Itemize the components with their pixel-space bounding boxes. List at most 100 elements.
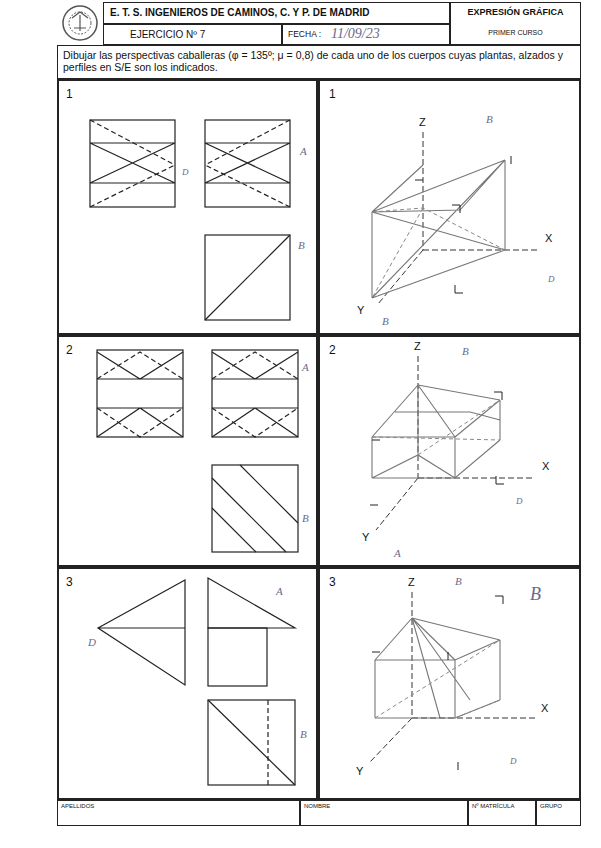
- perspective-panel: 2: [318, 335, 581, 567]
- cell-text: 3: [66, 576, 73, 590]
- handwritten-mark: B: [455, 576, 462, 587]
- views-panel: 1: [57, 79, 318, 335]
- school-emblem-line: [69, 12, 91, 34]
- views-1-line: [90, 120, 175, 207]
- axis-label: Y: [362, 532, 369, 543]
- cell-text: NOMBRE: [304, 803, 330, 810]
- axis-label: Z: [419, 117, 426, 128]
- school-emblem: [63, 6, 97, 40]
- views-2-line: [212, 352, 298, 437]
- perspective-1-line: [372, 160, 505, 298]
- views-2-line: [212, 465, 298, 552]
- perspective-3-line: [370, 592, 537, 762]
- views-3-line: [208, 700, 295, 785]
- footer-cell: NOMBRE: [300, 800, 468, 826]
- perspective-3-line: [372, 596, 503, 770]
- views-2-line: [97, 352, 183, 437]
- cell-subtext: 11/09/23: [331, 26, 380, 42]
- views-panel: 3: [57, 567, 318, 800]
- views-3-line: [267, 700, 268, 785]
- header-subject-cell: EXPRESIÓN GRÁFICA PRIMER CURSO: [450, 2, 581, 45]
- views-1-line: [205, 235, 290, 320]
- handwritten-mark: B: [530, 585, 541, 603]
- perspective-2-line: [370, 392, 504, 505]
- axis-label: X: [542, 461, 549, 472]
- footer-cell: Nº MATRÍCULA: [468, 800, 536, 826]
- views-1-line: [90, 143, 175, 183]
- handwritten-mark: A: [302, 362, 309, 373]
- handwritten-mark: B: [462, 346, 469, 357]
- axis-label: Y: [356, 766, 363, 777]
- handwritten-mark: D: [88, 637, 96, 648]
- cell-text: Dibujar las perspectivas caballeras (φ =…: [63, 49, 575, 73]
- views-2: [97, 350, 298, 552]
- axis-label: X: [545, 233, 552, 244]
- views-3-line: [98, 580, 185, 685]
- views-1-line: [205, 120, 290, 207]
- cell-text: Nº MATRÍCULA: [472, 803, 514, 810]
- axis-label: X: [541, 703, 548, 714]
- cell-text: 1: [66, 88, 73, 102]
- cell-text: GRUPO: [540, 803, 562, 810]
- cell-text: APELLIDOS: [61, 803, 94, 810]
- handwritten-mark: A: [276, 586, 283, 597]
- handwritten-mark: A: [394, 548, 401, 559]
- handwritten-mark: B: [298, 240, 305, 251]
- handwritten-mark: D: [516, 497, 523, 506]
- header-exercise-cell: EJERCICIO Nº 7: [103, 24, 282, 45]
- views-2-line: [97, 352, 183, 437]
- cell-text: FECHA :: [288, 30, 321, 40]
- cell-text: 1: [329, 88, 336, 102]
- perspective-2: [370, 356, 535, 530]
- views-3-line: [208, 578, 295, 628]
- perspective-1-line: [372, 208, 505, 298]
- perspective-1-line: [378, 132, 540, 304]
- views-2-line: [212, 352, 298, 437]
- cell-text: EJERCICIO Nº 7: [130, 29, 205, 41]
- handwritten-mark: B: [486, 114, 493, 125]
- header-date-cell: FECHA : 11/09/23: [282, 24, 450, 45]
- views-1: [90, 120, 290, 320]
- cell-text: 3: [329, 576, 336, 590]
- axis-label: Z: [414, 341, 421, 352]
- axis-label: Z: [408, 577, 415, 588]
- views-3-line: [208, 700, 295, 785]
- views-1-line: [205, 120, 290, 207]
- handwritten-mark: D: [182, 168, 189, 177]
- perspective-panel: 1: [318, 79, 581, 335]
- school-emblem-line: [63, 6, 97, 40]
- views-2-line: [97, 350, 183, 437]
- views-2-line: [212, 350, 298, 437]
- views-panel: 2: [57, 335, 318, 567]
- perspective-2-line: [372, 385, 500, 478]
- axis-label: Y: [357, 305, 364, 316]
- school-emblem-line: [72, 12, 88, 31]
- handwritten-mark: A: [300, 146, 307, 157]
- handwritten-mark: B: [302, 513, 309, 524]
- perspective-3-line: [375, 618, 500, 718]
- header-title-cell: E. T. S. INGENIEROS DE CAMINOS, C. Y P. …: [103, 2, 450, 24]
- views-1-line: [205, 143, 290, 183]
- handwritten-mark: B: [300, 729, 307, 740]
- views-2-line: [212, 465, 298, 552]
- handwritten-mark: D: [510, 757, 517, 766]
- views-3: [98, 578, 295, 785]
- perspective-1-line: [415, 156, 511, 293]
- cell-text: 2: [329, 344, 336, 358]
- footer-cell: GRUPO: [536, 800, 581, 826]
- instruction-box: Dibujar las perspectivas caballeras (φ =…: [57, 45, 581, 79]
- footer-cell: APELLIDOS: [57, 800, 300, 826]
- cell-subtext: PRIMER CURSO: [451, 29, 580, 37]
- views-1-line: [90, 120, 175, 207]
- perspective-2-line: [372, 400, 500, 455]
- cell-text: E. T. S. INGENIEROS DE CAMINOS, C. Y P. …: [110, 7, 370, 19]
- cell-text: 2: [66, 344, 73, 358]
- handwritten-mark: D: [548, 275, 555, 284]
- perspective-3: [370, 592, 537, 770]
- perspective-3-line: [375, 640, 500, 718]
- cell-text: EXPRESIÓN GRÁFICA: [451, 7, 580, 17]
- handwritten-mark: B: [382, 316, 389, 327]
